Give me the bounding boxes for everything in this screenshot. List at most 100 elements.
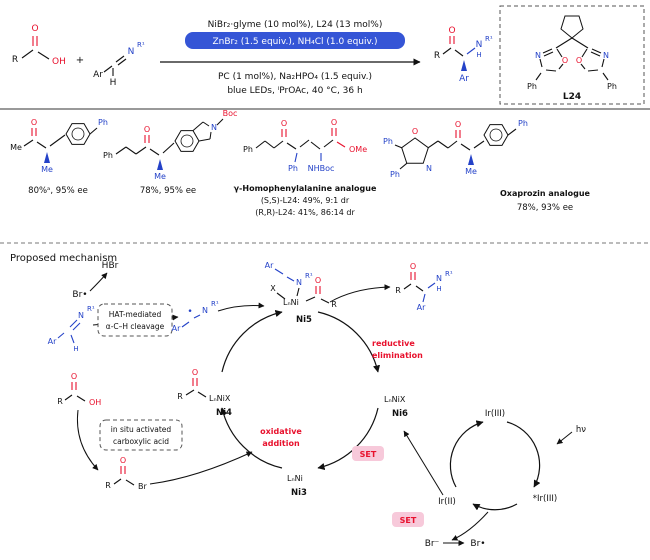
r1-label: R¹: [305, 272, 313, 280]
conditions-line2: ZnBr₂ (1.5 equiv.), NH₄Cl (1.0 equiv.): [213, 37, 378, 47]
lnni-label: LₙNi: [287, 474, 303, 483]
hv-label: hν: [576, 425, 586, 435]
oh-label: OH: [89, 398, 101, 407]
acid-activation-box: in situ activated carboxylic acid: [99, 419, 183, 451]
o-label: O: [562, 56, 568, 65]
ar-label: Ar: [265, 261, 274, 270]
ni6-complex: LₙNiX Ni6: [384, 395, 408, 419]
r1-label: R¹: [485, 35, 493, 43]
scope-example-2: Ph O Me N Boc 78%, 95% ee: [103, 109, 237, 196]
result-label: 78%, 93% ee: [517, 203, 573, 213]
r1-label: R¹: [211, 300, 219, 308]
hv-arrow: [556, 431, 573, 445]
set-label: SET: [400, 516, 417, 525]
n-label: N: [211, 123, 217, 132]
r-label: R: [395, 286, 401, 295]
mech-imine: R¹ N Ar H: [48, 305, 95, 353]
n-ring-label: N: [426, 164, 432, 173]
o-label: O: [281, 119, 287, 128]
br-radical-label: Br•: [72, 290, 87, 300]
lnnix-label: LₙNiX: [209, 394, 231, 403]
conditions-line3: PC (1 mol%), Na₂HPO₄ (1.5 equiv.): [218, 72, 372, 82]
oh-label: OH: [52, 57, 66, 67]
n-label: N: [202, 306, 208, 315]
ar-label: Ar: [93, 70, 103, 80]
r-label: R: [12, 55, 18, 65]
me-stereo-label: Me: [154, 172, 166, 181]
o-label: O: [71, 372, 77, 381]
ome-label: OMe: [349, 145, 367, 154]
ligand-box: O N Ph O N Ph L24: [499, 5, 645, 105]
r-label: R: [331, 300, 337, 309]
me-label: Me: [10, 143, 22, 152]
ni5-label: Ni5: [296, 315, 312, 325]
hat-cleavage-box: HAT-mediated α-C–H cleavage: [97, 303, 173, 337]
scope-example-3: Ph O Ph NHBoc O OMe γ-Homophenylalanine …: [234, 118, 377, 217]
ph-label: Ph: [607, 82, 617, 91]
o-ring-label: O: [412, 127, 418, 136]
set-badge-1: SET: [352, 446, 384, 461]
hbr-label: HBr: [102, 261, 119, 271]
ir3-excited-label: *Ir(III): [533, 494, 557, 504]
scope-example-1: Me O Me Ph 80%ᵃ, 95% ee: [10, 118, 108, 196]
set-label: SET: [360, 450, 377, 459]
r1-label: R¹: [87, 305, 95, 313]
ph-terminal-label: Ph: [518, 119, 528, 128]
nickel-catalytic-cycle: [219, 309, 381, 471]
reductive-elim-line1: reductive: [372, 339, 415, 348]
scope-example-4: O N Ph Ph O Me Ph Oxaprozin analogue 78%…: [383, 119, 591, 213]
reactant-imine: Ar H N R¹: [93, 41, 145, 88]
ph-label: Ph: [103, 151, 113, 160]
h-label: H: [476, 51, 481, 59]
o-label: O: [144, 125, 150, 134]
result-line1: (S,S)-L24: 49%, 9:1 dr: [261, 196, 350, 205]
name-label: Oxaprozin analogue: [500, 189, 591, 198]
me-stereo-label: Me: [41, 165, 53, 174]
ni5-complex: Ar N R¹ X LₙNi O R Ni5: [265, 261, 338, 325]
o-ester-label: O: [331, 118, 337, 127]
n-label: N: [436, 274, 442, 283]
ni4-label: Ni4: [216, 408, 232, 418]
hbr-arrow: [89, 272, 108, 292]
r-label: R: [177, 392, 183, 401]
conditions-highlight-box: [185, 32, 405, 49]
ph-label: Ph: [383, 137, 393, 146]
mechanism-title: Proposed mechanism: [10, 253, 117, 264]
acid-box-line2: carboxylic acid: [113, 437, 169, 446]
lnnix-label: LₙNiX: [384, 395, 406, 404]
ph-stereo-label: Ph: [288, 164, 298, 173]
o-label: O: [120, 456, 126, 465]
ir-to-bromide-arrow: [451, 511, 489, 541]
r1-label: R¹: [445, 270, 453, 278]
ph-label: Ph: [98, 118, 108, 127]
o-label: O: [192, 368, 198, 377]
plus-sign: +: [76, 55, 84, 66]
n-label: N: [603, 51, 609, 60]
n-label: N: [535, 51, 541, 60]
r1-label: R¹: [137, 41, 145, 49]
ir3-label: Ir(III): [485, 409, 505, 419]
ar-label: Ar: [459, 74, 469, 84]
result-label: 80%ᵃ, 95% ee: [28, 186, 88, 196]
me-stereo-label: Me: [465, 167, 477, 176]
ni3-label: Ni3: [291, 488, 307, 498]
radical-to-cycle-arrow: [217, 302, 265, 312]
ph-label: Ph: [527, 82, 537, 91]
oxidative-add-line1: oxidative: [260, 427, 302, 436]
mech-carboxylic-acid: R O OH: [57, 372, 101, 407]
r-label: R: [434, 51, 440, 61]
reductive-elim-line2: elimination: [372, 351, 423, 360]
o-label: O: [448, 26, 455, 36]
ni3-complex: LₙNi Ni3: [287, 474, 307, 498]
ar-label: Ar: [417, 303, 426, 312]
o-label: O: [576, 56, 582, 65]
acylbromide-to-cycle-arrow: [149, 451, 253, 485]
acid-box-line1: in situ activated: [111, 425, 172, 434]
name-label: γ-Homophenylalanine analogue: [234, 184, 377, 193]
set-badge-2: SET: [392, 512, 424, 527]
result-line2: (R,R)-L24: 41%, 86:14 dr: [255, 208, 355, 217]
ni4-complex: R O LₙNiX Ni4: [177, 368, 232, 418]
acid-activation-arrow: [76, 409, 99, 471]
